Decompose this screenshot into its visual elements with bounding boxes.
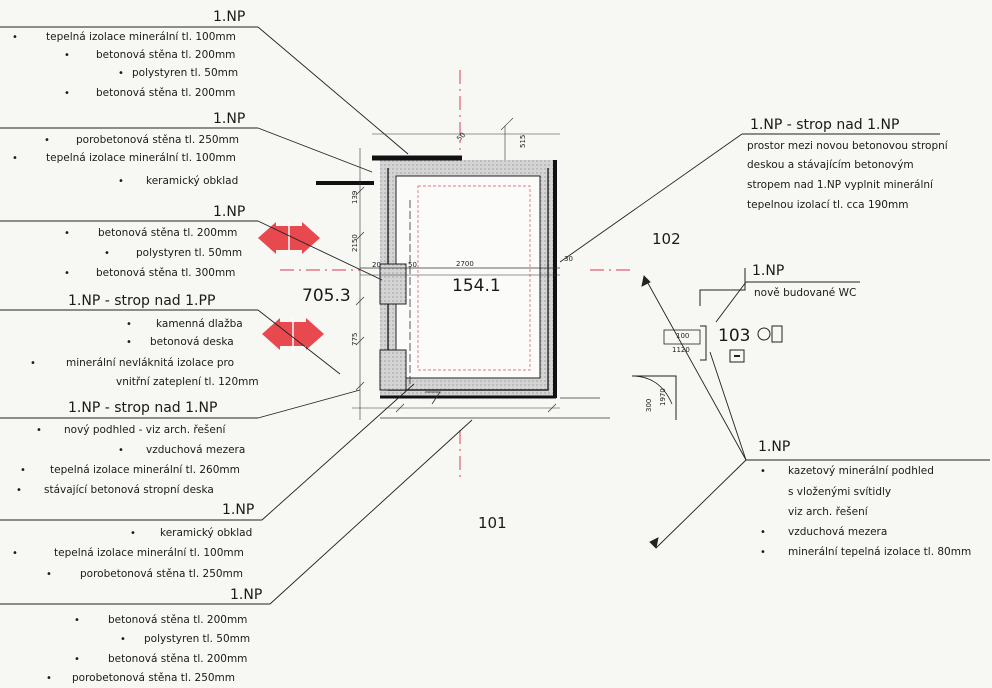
legend-item: kamenná dlažba	[156, 318, 243, 330]
dimension-label: 30	[564, 255, 573, 263]
bullet: •	[64, 50, 70, 61]
dimension-label: 50	[408, 261, 417, 269]
dimension-label: 515	[519, 134, 527, 148]
legend-item: betonová stěna tl. 200mm	[98, 227, 238, 239]
bullet: •	[16, 485, 22, 496]
dimension-label: 1120	[672, 346, 690, 354]
bullet: •	[74, 615, 80, 626]
note-line: kazetový minerální podhled	[788, 465, 934, 477]
dimension-label: 775	[351, 332, 359, 346]
room-number-101: 101	[478, 514, 507, 532]
bullet: •	[20, 465, 26, 476]
note-line: minerální tepelná izolace tl. 80mm	[788, 546, 972, 558]
inner-outline	[417, 185, 531, 371]
outside-wall-lines	[380, 397, 610, 419]
note-line: prostor mezi novou betonovou stropní	[747, 140, 948, 152]
bullet: •	[104, 248, 110, 259]
bullet: •	[126, 337, 132, 348]
bullet: •	[760, 466, 766, 477]
room-number-102: 102	[652, 230, 681, 248]
legend-item: betonová stěna tl. 200mm	[108, 614, 248, 626]
section-marker-2	[262, 318, 324, 352]
legend-title: 1.NP - strop nad 1.NP	[68, 400, 218, 416]
legend-title: 1.NP	[230, 587, 263, 603]
legend-item: polystyren tl. 50mm	[144, 633, 251, 645]
dimension-label: 300	[645, 398, 653, 412]
dimension-label: 1970	[659, 388, 667, 406]
note-title: 1.NP	[758, 439, 791, 455]
legend-item: stávající betonová stropní deska	[44, 484, 214, 496]
legend-item: tepelná izolace minerální tl. 100mm	[54, 547, 244, 559]
legend-title: 1.NP	[213, 9, 246, 25]
bullet: •	[64, 88, 70, 99]
wc-room-sketch	[631, 268, 783, 420]
legend-item: minerální nevláknitá izolace pro	[66, 357, 235, 369]
note-line: s vloženými svítidly	[788, 486, 892, 498]
note-title: 1.NP	[752, 263, 785, 279]
room-number-154: 154.1	[452, 276, 501, 296]
note-title: 1.NP - strop nad 1.NP	[750, 117, 900, 133]
legend-title: 1.NP	[213, 111, 246, 127]
legend-title: 1.NP	[213, 204, 246, 220]
legend-title: 1.NP	[222, 502, 255, 518]
bullet: •	[118, 445, 124, 456]
right-leaders	[559, 133, 990, 549]
legend-item: tepelná izolace minerální tl. 100mm	[46, 152, 236, 164]
bullet: •	[120, 634, 126, 645]
floor-plan-room-154	[316, 117, 560, 420]
legend-item: keramický obklad	[146, 175, 239, 187]
section-marker-1	[258, 222, 320, 256]
dimension-label: 2150	[351, 234, 359, 252]
bullet: •	[30, 358, 36, 369]
bullet: •	[118, 176, 124, 187]
legend-item: porobetonová stěna tl. 250mm	[72, 672, 236, 684]
legend-leaders	[0, 26, 473, 605]
bullet: •	[44, 135, 50, 146]
legend-item: polystyren tl. 50mm	[132, 67, 239, 79]
dimension-label: 139	[351, 190, 359, 204]
bullet: •	[118, 68, 124, 79]
axis-lines	[280, 70, 630, 480]
bullet: •	[12, 32, 18, 43]
note-line: vzduchová mezera	[788, 526, 888, 538]
legend-item: porobetonová stěna tl. 250mm	[80, 568, 244, 580]
legend-item: betonová deska	[150, 336, 234, 348]
legend-item: tepelná izolace minerální tl. 260mm	[50, 464, 240, 476]
bullet: •	[46, 569, 52, 580]
bullet: •	[46, 673, 52, 684]
legend-item: betonová stěna tl. 300mm	[96, 267, 236, 279]
room-number-705: 705.3	[302, 286, 351, 306]
bullet: •	[64, 228, 70, 239]
legend-item: betonová stěna tl. 200mm	[96, 87, 236, 99]
legend-item: keramický obklad	[160, 527, 253, 539]
legend-item: betonová stěna tl. 200mm	[96, 49, 236, 61]
legend-item: tepelná izolace minerální tl. 100mm	[46, 31, 236, 43]
note-line: nově budované WC	[754, 287, 857, 299]
bullet: •	[760, 527, 766, 538]
bullet: •	[130, 528, 136, 539]
legend-item: polystyren tl. 50mm	[136, 247, 243, 259]
legend-item: vnitřní zateplení tl. 120mm	[116, 376, 259, 388]
bullet: •	[126, 319, 132, 330]
bullet: •	[12, 548, 18, 559]
note-line: viz arch. řešení	[788, 506, 868, 518]
note-line: stropem nad 1.NP vyplnit minerální	[747, 179, 933, 191]
note-line: tepelnou izolací tl. cca 190mm	[747, 199, 909, 211]
dimension-label: 20	[372, 261, 381, 269]
legend-item: porobetonová stěna tl. 250mm	[76, 134, 240, 146]
bullet: •	[74, 654, 80, 665]
bullet: •	[12, 153, 18, 164]
note-line: deskou a stávajícím betonovým	[747, 159, 914, 171]
legend-title: 1.NP - strop nad 1.PP	[68, 293, 216, 309]
legend-item: betonová stěna tl. 200mm	[108, 653, 248, 665]
legend-item: vzduchová mezera	[146, 444, 246, 456]
bullet: •	[64, 268, 70, 279]
room-number-103: 103	[718, 326, 751, 346]
dimension-label: 100	[676, 332, 690, 340]
dimension-label: 2700	[456, 260, 474, 268]
bullet: •	[760, 547, 766, 558]
legend-item: nový podhled - viz arch. řešení	[64, 424, 226, 436]
bullet: •	[36, 425, 42, 436]
